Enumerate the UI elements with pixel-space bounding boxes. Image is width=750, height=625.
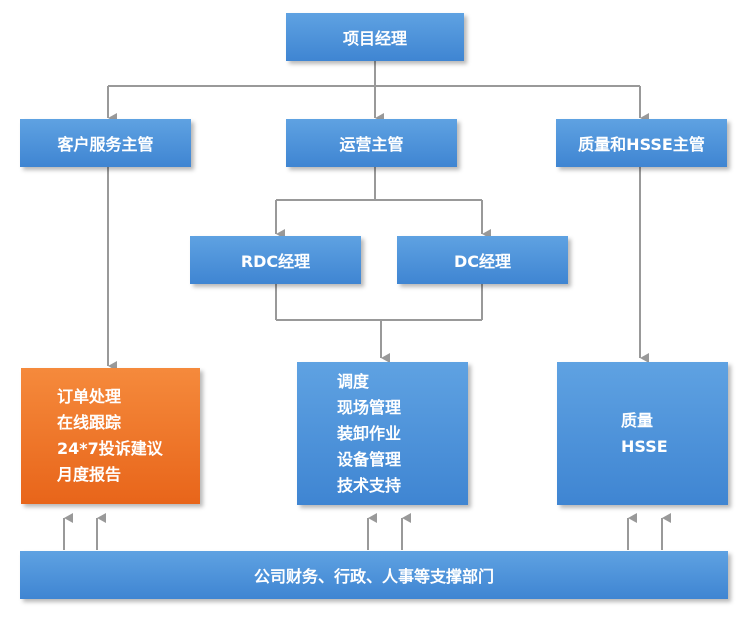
operations-task: 现场管理 — [337, 397, 402, 417]
operations-label: 运营主管 — [339, 135, 404, 154]
rdc-manager-label: RDC经理 — [240, 252, 311, 271]
dc-manager-label: DC经理 — [453, 252, 512, 271]
quality-hsse-box: 质量和HSSE主管 — [556, 119, 727, 167]
quality-task: 质量 — [621, 410, 654, 430]
operations-task: 调度 — [337, 371, 370, 391]
customer-task: 月度报告 — [57, 465, 122, 484]
support-depts-bar: 公司财务、行政、人事等支撑部门 — [20, 551, 728, 599]
quality-task: HSSE — [621, 436, 668, 456]
rdc-manager-box: RDC经理 — [190, 236, 361, 284]
support-depts-label: 公司财务、行政、人事等支撑部门 — [253, 567, 494, 586]
customer-service-box: 客户服务主管 — [20, 119, 191, 167]
operations-tasks-box: 调度 现场管理 装卸作业 设备管理 技术支持 — [297, 362, 468, 505]
customer-service-label: 客户服务主管 — [57, 135, 154, 154]
quality-hsse-label: 质量和HSSE主管 — [578, 135, 705, 154]
customer-task: 24*7投诉建议 — [57, 439, 163, 458]
quality-tasks-box: 质量 HSSE — [557, 362, 728, 505]
operations-task: 设备管理 — [337, 449, 402, 469]
operations-task: 装卸作业 — [337, 423, 402, 443]
customer-task: 订单处理 — [57, 387, 122, 406]
operations-task: 技术支持 — [337, 475, 402, 495]
project-manager-label: 项目经理 — [342, 29, 407, 48]
operations-box: 运营主管 — [286, 119, 457, 167]
customer-tasks-box: 订单处理 在线跟踪 24*7投诉建议 月度报告 — [21, 368, 200, 504]
dc-manager-box: DC经理 — [397, 236, 568, 284]
project-manager-box: 项目经理 — [286, 13, 464, 61]
customer-task: 在线跟踪 — [57, 413, 122, 432]
